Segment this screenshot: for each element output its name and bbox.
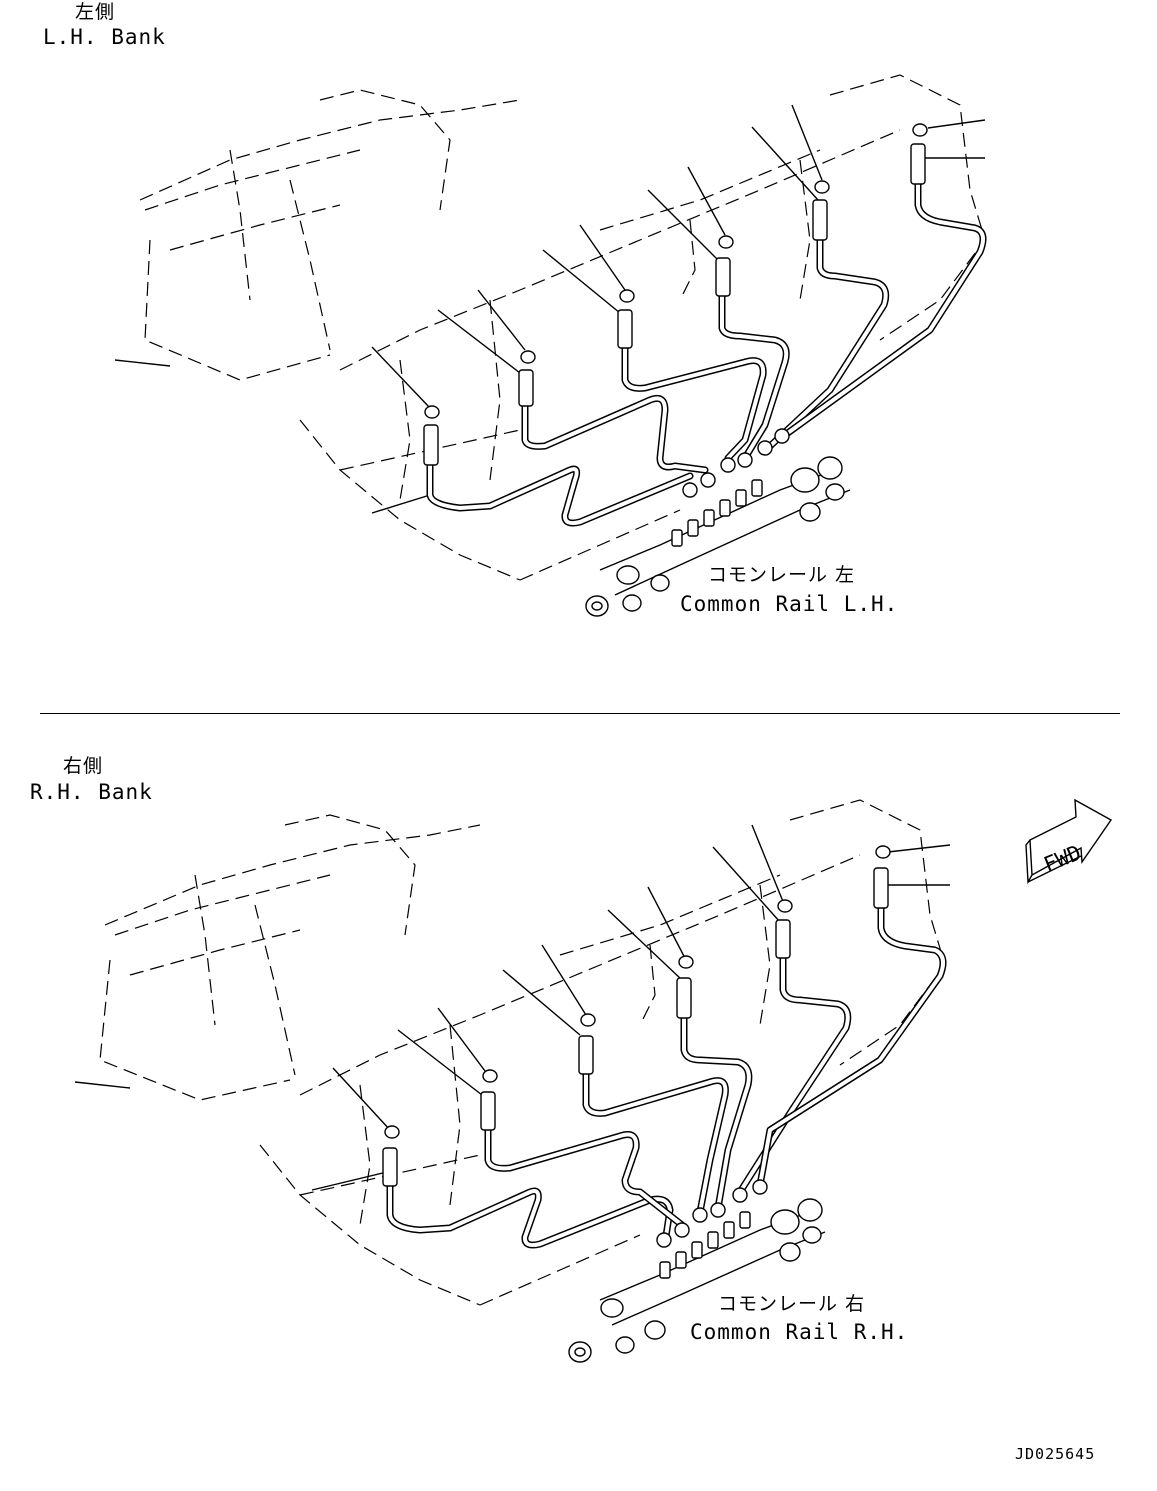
drawing-id: JD025645: [1015, 1445, 1096, 1463]
top-title-en: L.H. Bank: [43, 25, 166, 49]
bottom-rail-label-en: Common Rail R.H.: [690, 1320, 909, 1344]
rh-leader-lines: [311, 824, 951, 1191]
rh-injection-pipes: [386, 901, 947, 1249]
top-title-jp: 左側: [75, 1, 116, 23]
rh-common-rail: [568, 1198, 826, 1363]
bottom-rail-label-jp: コモンレール 右: [718, 1293, 866, 1315]
fwd-arrow-icon: FWD: [1025, 798, 1113, 885]
bottom-title-jp: 右側: [63, 755, 104, 777]
lh-connectors: [423, 123, 928, 498]
top-rail-label-jp: コモンレール 左: [708, 564, 856, 586]
top-rail-label-en: Common Rail L.H.: [680, 592, 899, 616]
rh-connectors: [382, 845, 891, 1248]
bottom-title-en: R.H. Bank: [30, 780, 153, 804]
lh-leader-lines: [371, 104, 986, 514]
lh-common-rail: [585, 456, 851, 617]
section-divider: [40, 713, 1120, 714]
lh-engine-outline: [114, 74, 986, 581]
lh-injection-pipes: [426, 181, 987, 527]
